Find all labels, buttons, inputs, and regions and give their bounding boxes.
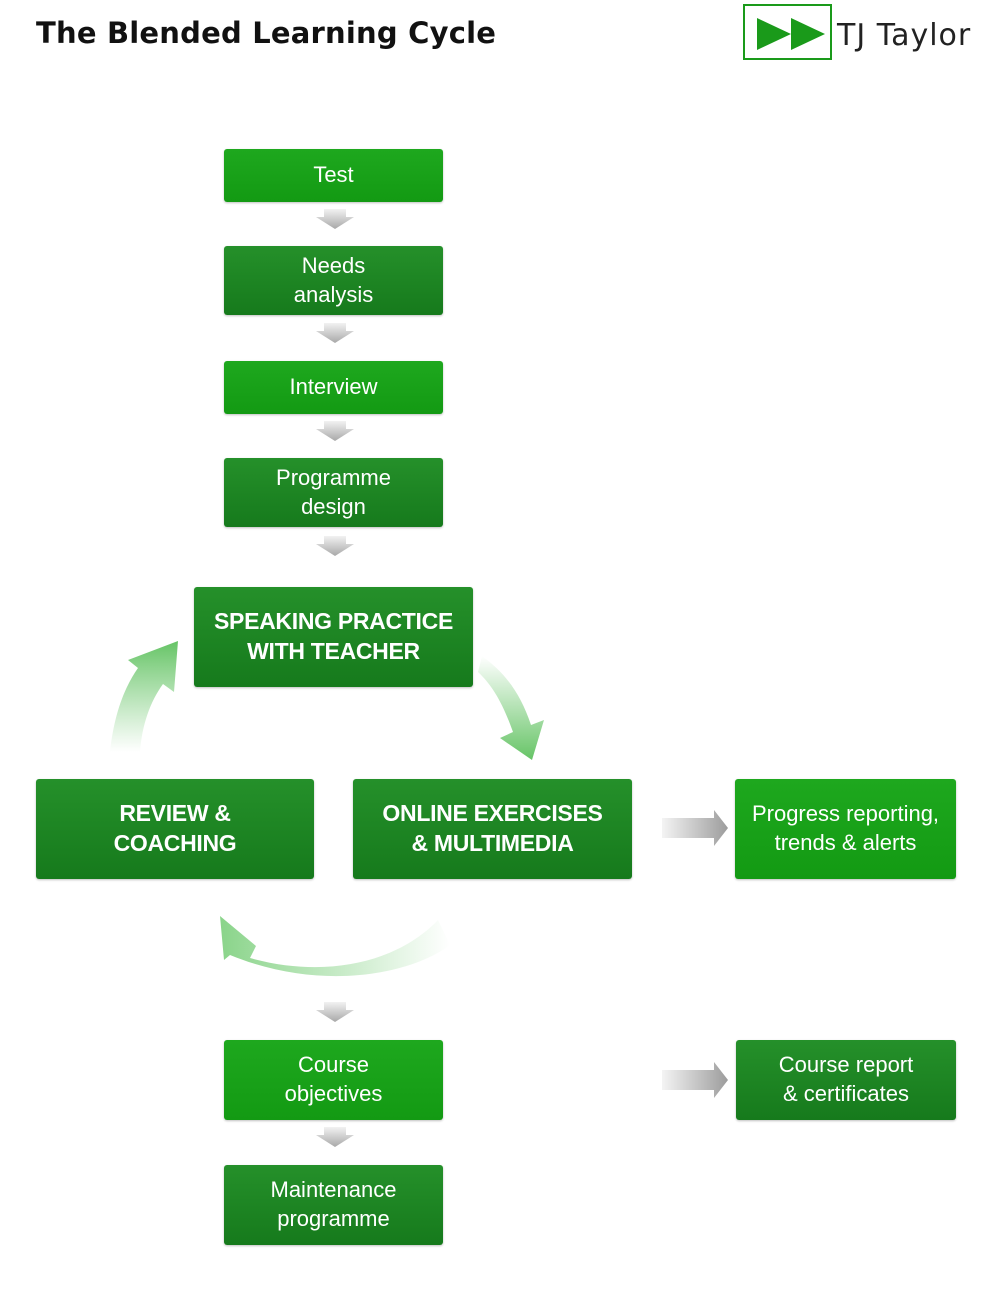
down-arrow-icon — [316, 1127, 354, 1147]
down-arrow-icon — [316, 1002, 354, 1022]
right-arrow-icon — [662, 1062, 728, 1098]
fast-forward-icon — [743, 4, 832, 60]
down-arrow-icon — [316, 209, 354, 229]
right-arrow-icon — [662, 810, 728, 846]
course-report-box: Course report & certificates — [736, 1040, 956, 1120]
needs-analysis-box: Needs analysis — [224, 246, 443, 315]
review-coaching-box: REVIEW & COACHING — [36, 779, 314, 879]
cycle-arrow-bottom-icon — [220, 916, 450, 977]
down-arrow-icon — [316, 323, 354, 343]
tj-taylor-logo: TJ Taylor — [743, 4, 983, 64]
down-arrow-icon — [316, 421, 354, 441]
cycle-arrow-up-icon — [110, 641, 178, 752]
progress-reporting-box: Progress reporting, trends & alerts — [735, 779, 956, 879]
maintenance-programme-box: Maintenance programme — [224, 1165, 443, 1245]
online-exercises-box: ONLINE EXERCISES & MULTIMEDIA — [353, 779, 632, 879]
speaking-practice-box: SPEAKING PRACTICE WITH TEACHER — [194, 587, 473, 687]
interview-box: Interview — [224, 361, 443, 414]
logo-text: TJ Taylor — [835, 18, 974, 53]
test-box: Test — [224, 149, 443, 202]
programme-design-box: Programme design — [224, 458, 443, 527]
page-title: The Blended Learning Cycle — [36, 16, 497, 50]
cycle-arrow-down-icon — [478, 656, 544, 760]
down-arrow-icon — [316, 536, 354, 556]
course-objectives-box: Course objectives — [224, 1040, 443, 1120]
